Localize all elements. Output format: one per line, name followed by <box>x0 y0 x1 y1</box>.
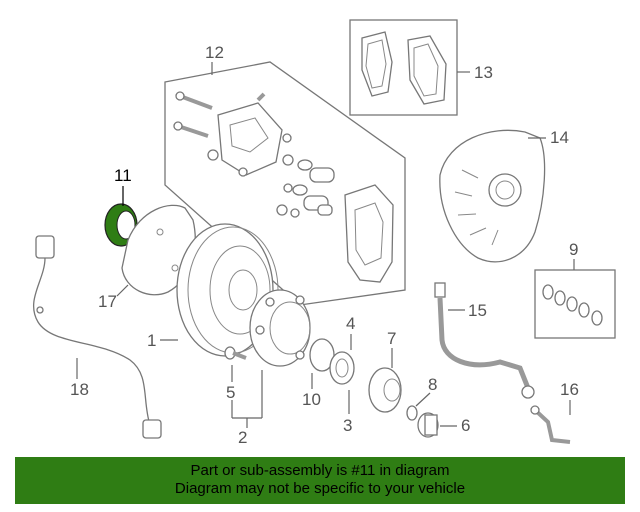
callout-18: 18 <box>70 380 89 399</box>
hub-bolt <box>224 346 247 360</box>
callout-17: 17 <box>98 292 117 311</box>
callout-16: 16 <box>560 380 579 399</box>
brake-line <box>530 405 571 444</box>
banner-line-2: Diagram may not be specific to your vehi… <box>174 480 466 497</box>
callout-11: 11 <box>114 166 132 185</box>
wheel-hub <box>249 289 311 367</box>
hub-flange <box>368 367 402 413</box>
callout-14: 14 <box>550 128 569 147</box>
callout-8: 8 <box>428 375 437 394</box>
callout-1: 1 <box>147 331 156 350</box>
callout-4: 4 <box>346 314 355 333</box>
wheel-bearing <box>309 338 355 385</box>
snap-ring <box>406 405 418 421</box>
brake-hose <box>434 282 535 399</box>
callout-7: 7 <box>387 329 396 348</box>
highlighted-seal <box>104 203 138 247</box>
callout-9: 9 <box>569 240 578 259</box>
abs-sensor <box>32 235 162 439</box>
callout-12: 12 <box>205 43 224 62</box>
info-banner: Part or sub-assembly is #11 in diagram D… <box>15 457 625 504</box>
caliper-kit-box <box>164 61 406 306</box>
dust-shield <box>439 129 546 263</box>
callout-5: 5 <box>226 383 235 402</box>
callout-6: 6 <box>461 416 470 435</box>
callout-13: 13 <box>474 63 493 82</box>
banner-line-1: Part or sub-assembly is #11 in diagram <box>190 462 450 479</box>
callout-10: 10 <box>302 390 321 409</box>
hub-cap <box>417 412 439 438</box>
brake-pads-box <box>349 19 458 116</box>
callout-15: 15 <box>468 301 487 320</box>
callout-3: 3 <box>343 416 352 435</box>
seal-kit-box <box>534 269 616 339</box>
callout-2: 2 <box>238 428 247 447</box>
